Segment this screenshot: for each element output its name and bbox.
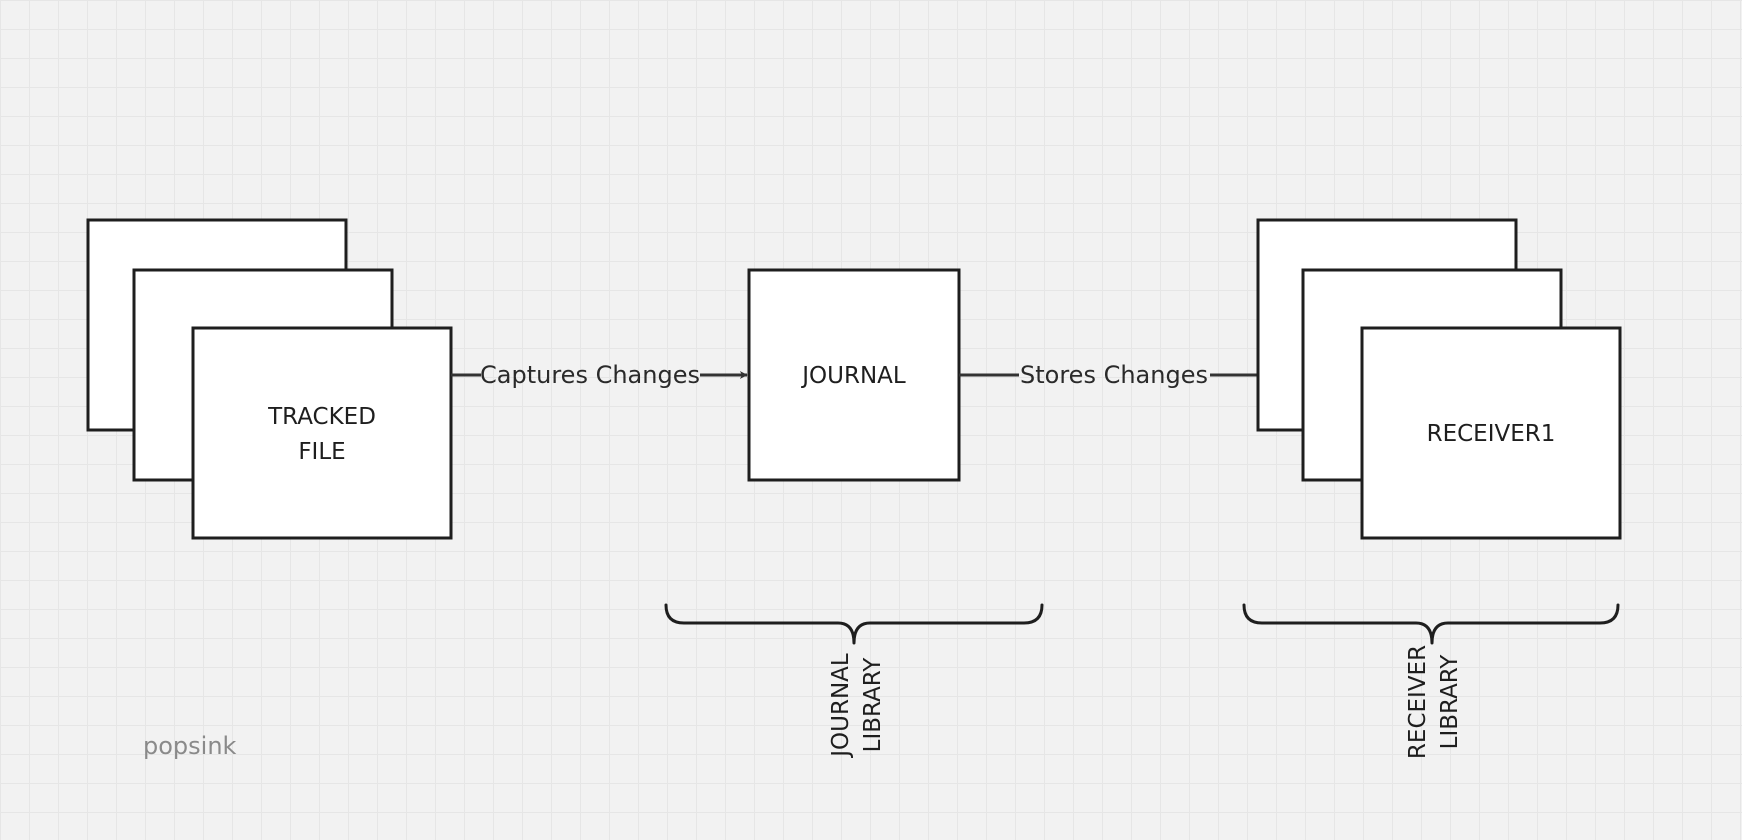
edge-captures-changes[interactable]: Captures Changes <box>451 361 748 389</box>
receiver-label: RECEIVER1 <box>1427 421 1556 447</box>
edge-stores-label: Stores Changes <box>1020 361 1208 389</box>
tracked-file-label-line1: TRACKED <box>267 404 376 430</box>
receiver-library-group: RECEIVER LIBRARY <box>1242 603 1620 759</box>
receiver-library-brace <box>1242 603 1620 645</box>
journal-library-group: JOURNAL LIBRARY <box>664 603 1044 759</box>
tracked-file-stack[interactable]: TRACKED FILE <box>86 218 453 540</box>
receiver-library-label-line2: LIBRARY <box>1437 654 1463 750</box>
journal-library-brace <box>664 603 1044 645</box>
journal-label: JOURNAL <box>800 363 906 389</box>
journal-node[interactable]: JOURNAL <box>747 268 961 482</box>
journal-library-label-line2: LIBRARY <box>860 657 886 753</box>
journal-library-label-line1: JOURNAL <box>828 653 854 759</box>
watermark-text: popsink <box>143 732 237 760</box>
edge-captures-label: Captures Changes <box>480 361 700 389</box>
tracked-file-label-line2: FILE <box>298 439 345 465</box>
edge-stores-changes[interactable]: Stores Changes <box>959 361 1301 389</box>
tracked-file-front[interactable] <box>191 326 453 540</box>
receiver-stack[interactable]: RECEIVER1 <box>1256 218 1622 540</box>
receiver-library-label-line1: RECEIVER <box>1405 645 1431 759</box>
receiver-front[interactable] <box>1360 326 1622 540</box>
journal-box[interactable] <box>747 268 961 482</box>
